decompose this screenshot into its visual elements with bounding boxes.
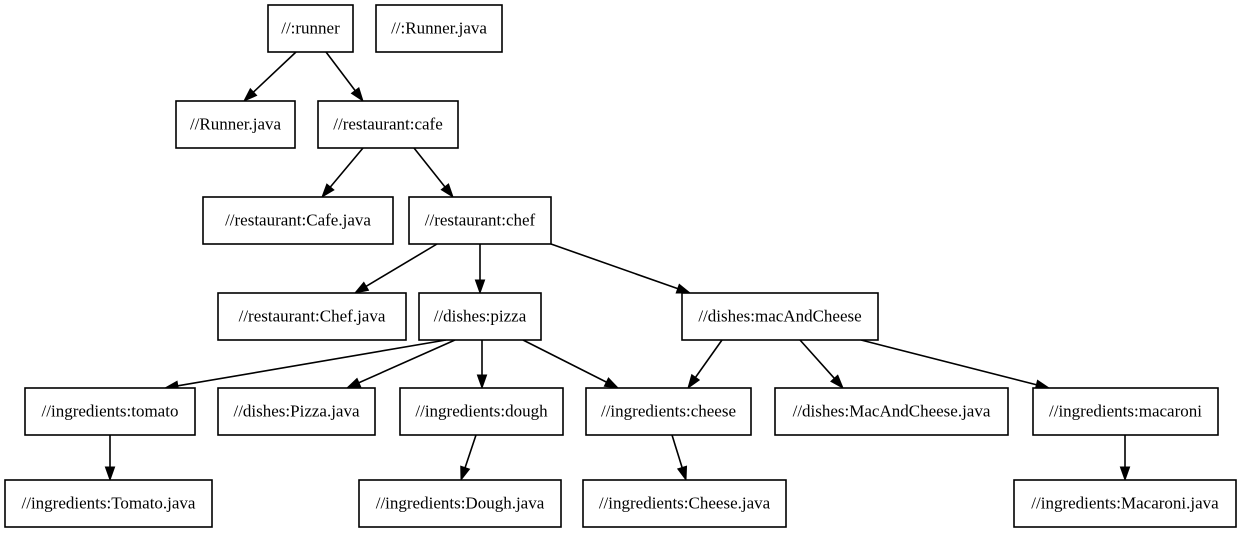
node-box-restaurant_chef[interactable] [408, 196, 552, 245]
node-label-dishes_pizza: //dishes:pizza [434, 306, 527, 325]
node-label-cheese_java: //ingredients:Cheese.java [599, 493, 771, 512]
node-label-restaurant_cafe: //restaurant:cafe [333, 114, 443, 133]
arrowhead-ing_macaroni-to-macaroni_java [1119, 466, 1131, 482]
node-label-macaroni_java: //ingredients:Macaroni.java [1031, 493, 1219, 512]
edge-dishes_mac-to-ing_macaroni [860, 339, 1037, 386]
node-box-ing_tomato[interactable] [24, 387, 196, 436]
node-box-cheese_java[interactable] [582, 479, 787, 528]
arrowhead-runner-to-runner_java [242, 87, 258, 103]
node-box-dishes_pizza[interactable] [418, 292, 542, 341]
arrowhead-ing_dough-to-dough_java [460, 465, 471, 482]
edge-ing_cheese-to-cheese_java [671, 434, 683, 468]
node-box-ing_macaroni[interactable] [1032, 387, 1219, 436]
edge-restaurant_chef-to-dishes_mac [550, 243, 679, 290]
edge-runner-to-runner_java [252, 51, 297, 93]
nodes-layer: //:runner //:Runner.java //Runner.java //re… [4, 4, 1237, 528]
node-label-mac_java: //dishes:MacAndCheese.java [793, 401, 991, 420]
edge-restaurant_chef-to-chef_java [365, 243, 438, 288]
node-tomato_java[interactable]: //ingredients:Tomato.java [4, 479, 213, 528]
node-ing_dough[interactable]: //ingredients:dough [399, 387, 564, 436]
node-runner[interactable]: //:runner [267, 4, 354, 53]
node-label-ing_dough: //ingredients:dough [415, 401, 548, 420]
arrowhead-dishes_pizza-to-ing_dough [476, 374, 488, 390]
edge-runner-to-restaurant_cafe [325, 51, 356, 92]
arrowhead-restaurant_cafe-to-restaurant_chef [440, 183, 454, 199]
node-label-chef_java: //restaurant:Chef.java [239, 306, 386, 325]
node-box-cafe_java[interactable] [202, 196, 394, 245]
node-box-runner[interactable] [267, 4, 354, 53]
edge-ing_dough-to-dough_java [464, 434, 477, 468]
node-box-mac_java[interactable] [774, 387, 1009, 436]
node-box-runner_java_root[interactable] [375, 4, 503, 53]
node-ing_tomato[interactable]: //ingredients:tomato [24, 387, 196, 436]
node-label-dough_java: //ingredients:Dough.java [376, 493, 545, 512]
node-box-ing_cheese[interactable] [585, 387, 752, 436]
arrowhead-dishes_pizza-to-pizza_java [345, 377, 362, 389]
node-restaurant_chef[interactable]: //restaurant:chef [408, 196, 552, 245]
node-label-runner: //:runner [281, 18, 340, 37]
arrowhead-restaurant_chef-to-dishes_pizza [474, 279, 486, 295]
node-box-chef_java[interactable] [217, 292, 407, 341]
arrowhead-dishes_mac-to-ing_cheese [687, 373, 701, 390]
node-ing_macaroni[interactable]: //ingredients:macaroni [1032, 387, 1219, 436]
node-runner_java_root[interactable]: //:Runner.java [375, 4, 503, 53]
node-cafe_java[interactable]: //restaurant:Cafe.java [202, 196, 394, 245]
node-label-cafe_java: //restaurant:Cafe.java [225, 210, 371, 229]
node-label-pizza_java: //dishes:Pizza.java [233, 401, 360, 420]
edge-dishes_mac-to-ing_cheese [694, 339, 723, 378]
edges-layer [104, 51, 1131, 482]
node-label-ing_macaroni: //ingredients:macaroni [1049, 401, 1202, 420]
edge-dishes_pizza-to-ing_cheese [522, 339, 607, 383]
node-label-runner_java: //Runner.java [190, 114, 282, 133]
node-box-dishes_mac[interactable] [681, 292, 879, 341]
node-box-runner_java[interactable] [175, 100, 296, 149]
node-box-tomato_java[interactable] [4, 479, 213, 528]
node-label-runner_java_root: //:Runner.java [391, 18, 487, 37]
edge-dishes_pizza-to-pizza_java [358, 339, 456, 384]
edge-dishes_pizza-to-ing_tomato [177, 339, 447, 387]
node-label-ing_cheese: //ingredients:cheese [601, 401, 736, 420]
node-macaroni_java[interactable]: //ingredients:Macaroni.java [1013, 479, 1237, 528]
node-restaurant_cafe[interactable]: //restaurant:cafe [317, 100, 459, 149]
arrowhead-dishes_pizza-to-ing_cheese [603, 377, 620, 389]
node-box-ing_dough[interactable] [399, 387, 564, 436]
node-label-tomato_java: //ingredients:Tomato.java [22, 493, 196, 512]
node-box-macaroni_java[interactable] [1013, 479, 1237, 528]
node-cheese_java[interactable]: //ingredients:Cheese.java [582, 479, 787, 528]
node-chef_java[interactable]: //restaurant:Chef.java [217, 292, 407, 341]
node-dishes_pizza[interactable]: //dishes:pizza [418, 292, 542, 341]
edge-restaurant_cafe-to-restaurant_chef [413, 147, 446, 188]
node-box-pizza_java[interactable] [217, 387, 376, 436]
node-dough_java[interactable]: //ingredients:Dough.java [358, 479, 562, 528]
arrowhead-ing_cheese-to-cheese_java [676, 465, 688, 482]
node-ing_cheese[interactable]: //ingredients:cheese [585, 387, 752, 436]
arrowhead-dishes_mac-to-mac_java [830, 374, 845, 390]
node-pizza_java[interactable]: //dishes:Pizza.java [217, 387, 376, 436]
node-label-restaurant_chef: //restaurant:chef [425, 210, 536, 229]
arrowhead-ing_tomato-to-tomato_java [104, 466, 116, 482]
arrowhead-restaurant_chef-to-chef_java [353, 281, 370, 294]
arrowhead-runner-to-restaurant_cafe [350, 87, 364, 103]
node-label-dishes_mac: //dishes:macAndCheese [698, 306, 861, 325]
node-box-dough_java[interactable] [358, 479, 562, 528]
node-dishes_mac[interactable]: //dishes:macAndCheese [681, 292, 879, 341]
arrowhead-restaurant_chef-to-dishes_mac [675, 283, 692, 294]
edge-dishes_mac-to-mac_java [799, 339, 835, 379]
node-runner_java[interactable]: //Runner.java [175, 100, 296, 149]
node-box-restaurant_cafe[interactable] [317, 100, 459, 149]
edge-restaurant_cafe-to-cafe_java [329, 147, 364, 188]
node-label-ing_tomato: //ingredients:tomato [42, 401, 179, 420]
node-mac_java[interactable]: //dishes:MacAndCheese.java [774, 387, 1009, 436]
arrowhead-restaurant_cafe-to-cafe_java [321, 183, 335, 199]
